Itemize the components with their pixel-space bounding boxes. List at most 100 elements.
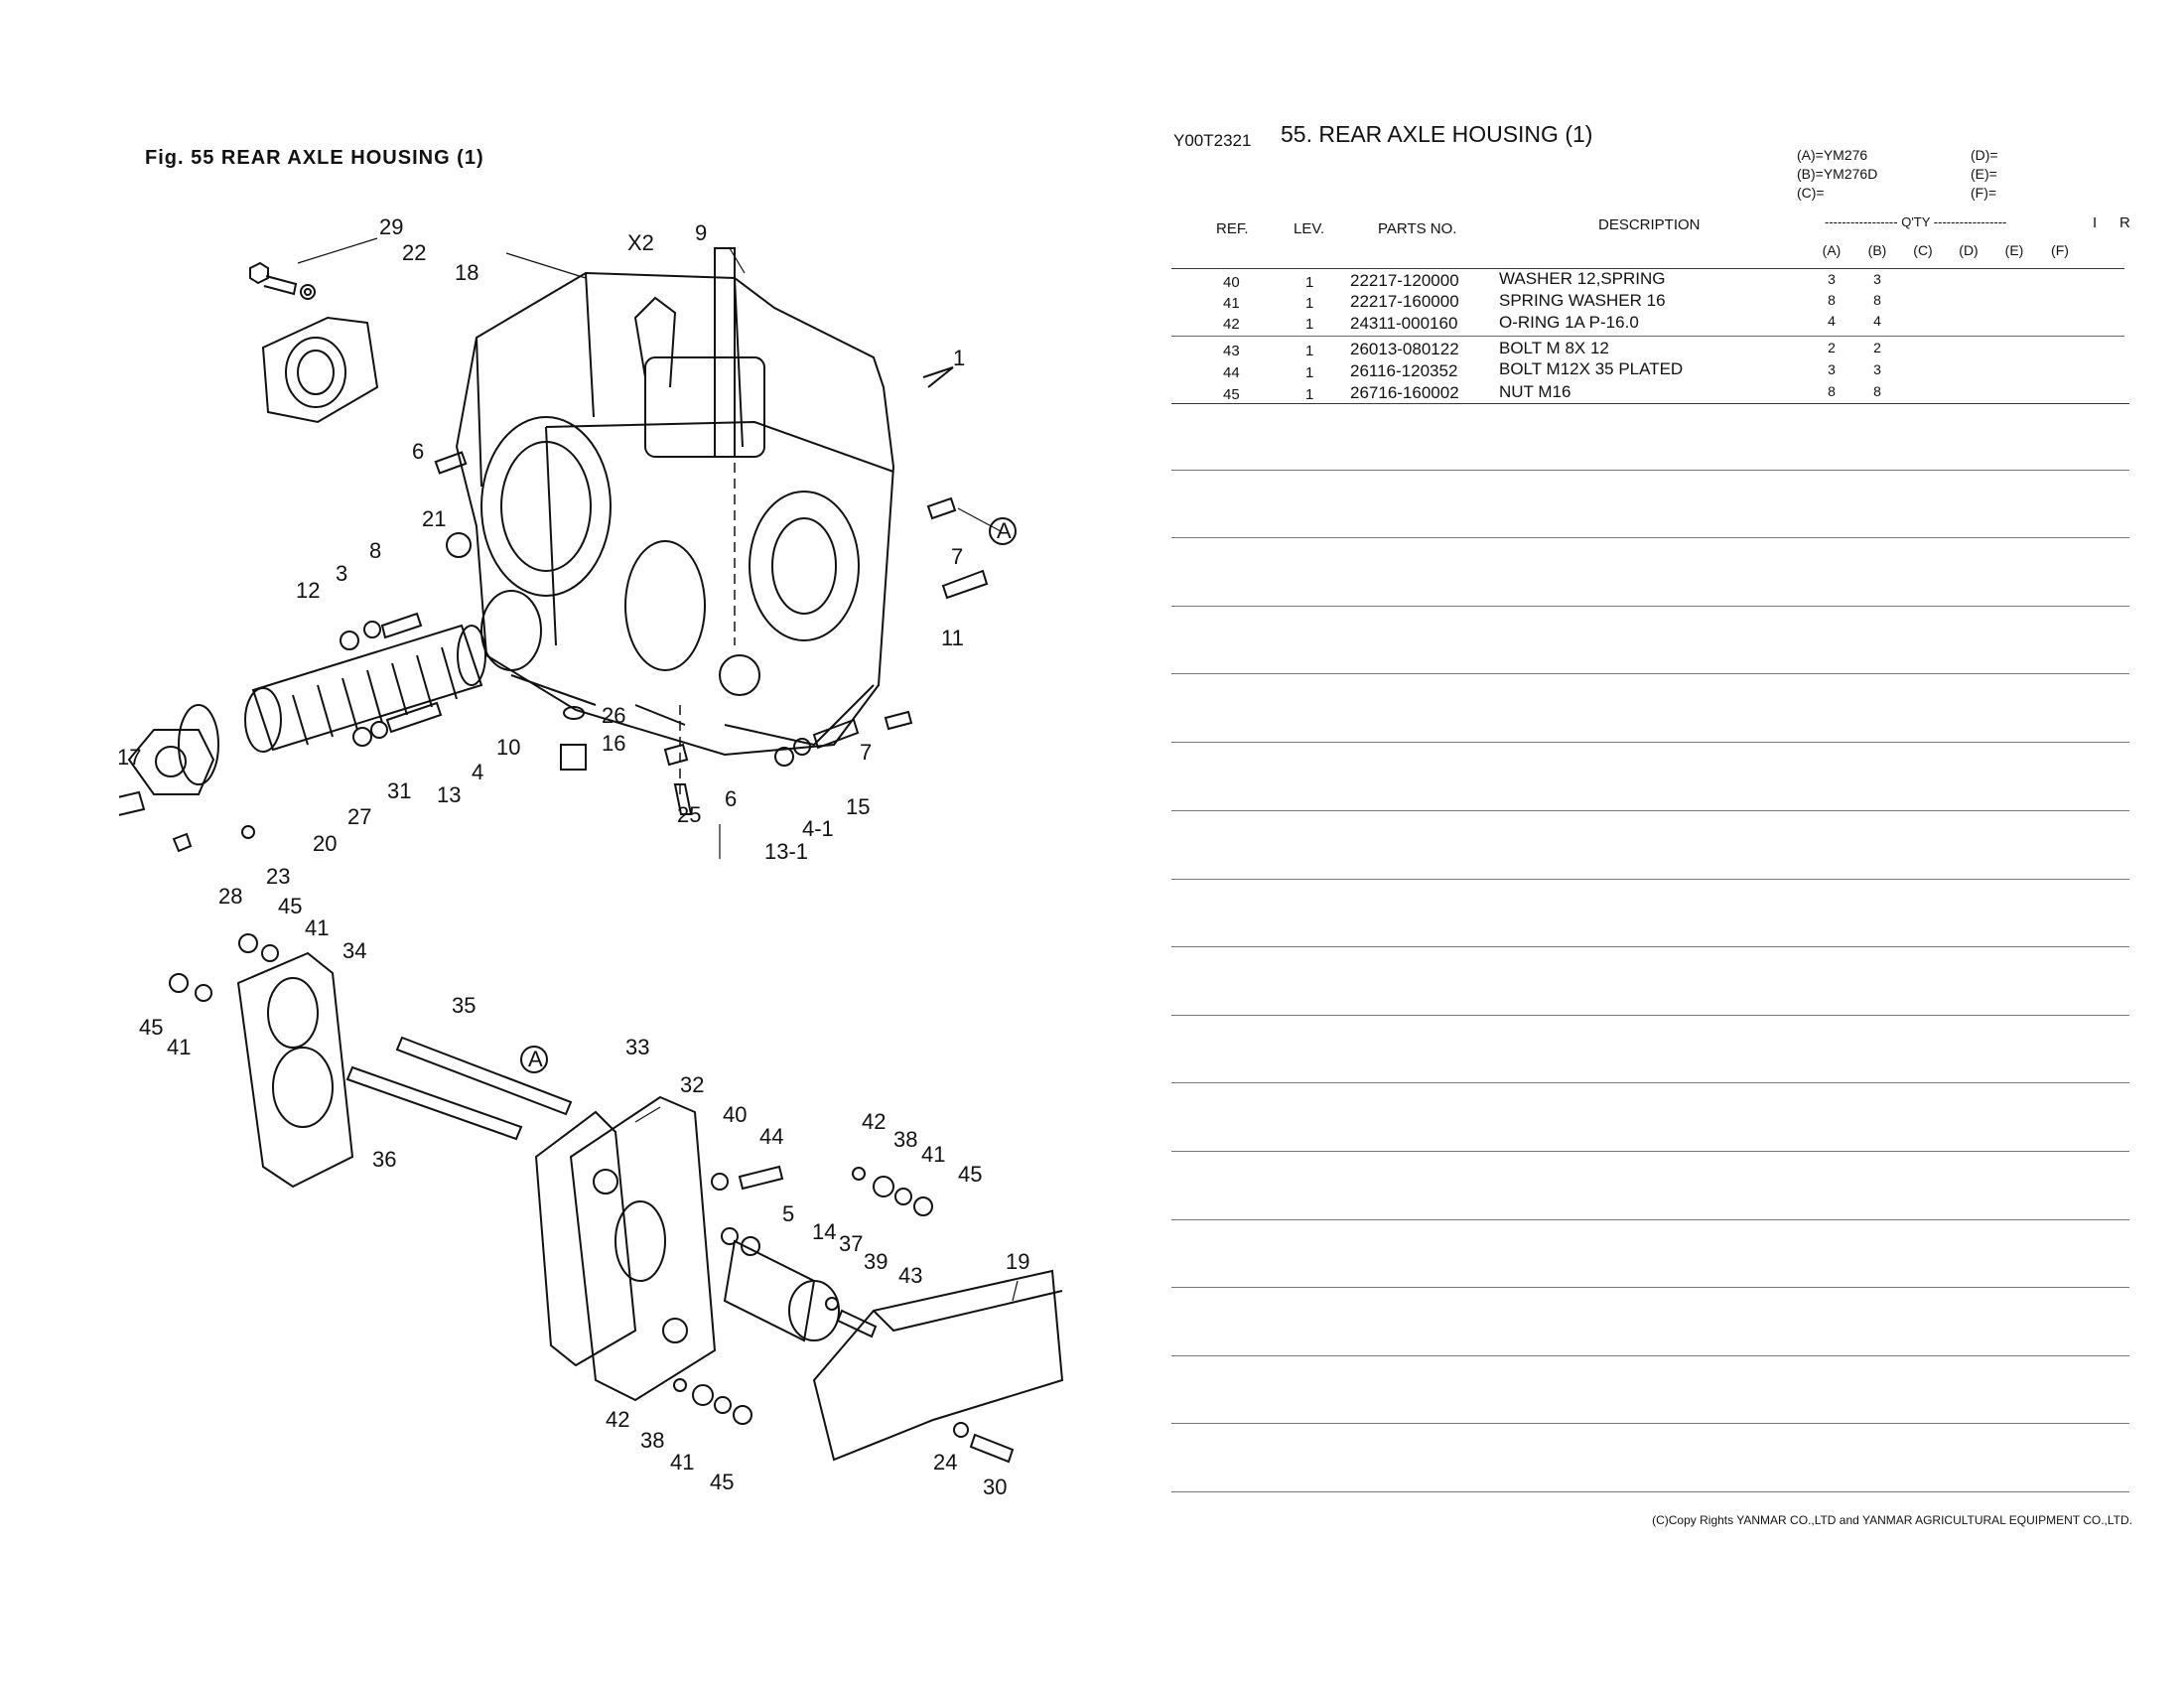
callout-a-lower: A bbox=[528, 1047, 543, 1071]
row-qty-a: 4 bbox=[1828, 313, 1836, 329]
washer-4-1 bbox=[793, 738, 811, 756]
washer-41-top bbox=[261, 944, 279, 962]
row-qty-a: 8 bbox=[1828, 383, 1836, 399]
model-a: (A)=YM276 bbox=[1797, 147, 1868, 163]
callout-25: 25 bbox=[677, 802, 701, 827]
bolt-44 bbox=[738, 1165, 784, 1191]
row-qty-a: 3 bbox=[1828, 271, 1836, 287]
callout-14: 14 bbox=[812, 1219, 836, 1244]
header-rule bbox=[1171, 268, 2124, 269]
callout-41-right: 41 bbox=[921, 1142, 945, 1167]
row-description: SPRING WASHER 16 bbox=[1499, 291, 1666, 310]
o-ring-26 bbox=[563, 706, 585, 720]
washer-41-lower bbox=[714, 1396, 732, 1414]
row-part-number: 26116-120352 bbox=[1350, 361, 1458, 380]
callout-3: 3 bbox=[336, 561, 347, 586]
callout-26: 26 bbox=[602, 703, 625, 728]
row-description: WASHER 12,SPRING bbox=[1499, 269, 1666, 288]
callout-10: 10 bbox=[496, 735, 520, 760]
row-ref: 43 bbox=[1223, 343, 1240, 359]
ruled-line bbox=[1171, 946, 2129, 947]
callout-16: 16 bbox=[602, 731, 625, 756]
washer-38-lower bbox=[692, 1384, 714, 1406]
shaft-35 bbox=[395, 1036, 573, 1116]
row-lev: 1 bbox=[1305, 364, 1314, 381]
header-parts-no: PARTS NO. bbox=[1378, 220, 1457, 237]
callout-6-upper: 6 bbox=[412, 439, 424, 464]
ruled-line bbox=[1171, 879, 2129, 880]
housing-37 bbox=[723, 1239, 840, 1342]
header-col-e: (E) bbox=[2004, 242, 2024, 258]
header-col-c: (C) bbox=[1913, 242, 1933, 258]
header-r: R bbox=[2119, 214, 2130, 231]
bolt-43 bbox=[836, 1309, 878, 1338]
callout-35: 35 bbox=[452, 993, 476, 1018]
o-ring-27 bbox=[178, 704, 219, 785]
row-description: BOLT M 8X 12 bbox=[1499, 339, 1609, 357]
nut-45 bbox=[913, 1196, 933, 1216]
header-ref: REF. bbox=[1216, 220, 1249, 237]
ruled-line bbox=[1171, 742, 2129, 743]
callout-31: 31 bbox=[387, 778, 411, 803]
callout-39: 39 bbox=[864, 1249, 887, 1274]
callout-38-lower: 38 bbox=[640, 1428, 664, 1453]
ruled-line bbox=[1171, 606, 2129, 607]
callout-4: 4 bbox=[472, 760, 483, 784]
callout-32: 32 bbox=[680, 1072, 704, 1097]
header-col-f: (F) bbox=[2051, 242, 2069, 258]
plug-25 bbox=[673, 783, 693, 815]
callout-7-lower: 7 bbox=[860, 740, 872, 765]
pin-7-upper bbox=[926, 496, 957, 520]
o-ring-42 bbox=[852, 1167, 866, 1181]
callout-9: 9 bbox=[695, 220, 707, 245]
callout-13: 13 bbox=[437, 782, 461, 807]
callout-42-lower: 42 bbox=[606, 1407, 629, 1432]
row-ref: 40 bbox=[1223, 274, 1240, 291]
ruled-line bbox=[1171, 1015, 2129, 1016]
row-qty-b: 2 bbox=[1873, 340, 1881, 355]
ruled-line bbox=[1171, 1287, 2129, 1288]
callout-27: 27 bbox=[347, 804, 371, 829]
nut-45-lower bbox=[733, 1405, 752, 1425]
ruled-line bbox=[1171, 1355, 2129, 1356]
shaft-36 bbox=[345, 1065, 523, 1141]
ruled-line bbox=[1171, 1151, 2129, 1152]
callout-34: 34 bbox=[342, 938, 366, 963]
washer-39 bbox=[825, 1297, 839, 1311]
callout-33: 33 bbox=[625, 1035, 649, 1059]
callout-23: 23 bbox=[266, 864, 290, 889]
copyright-footer: (C)Copy Rights YANMAR CO.,LTD and YANMAR… bbox=[1652, 1513, 2132, 1527]
row-ref: 44 bbox=[1223, 364, 1240, 381]
callout-45-lower: 45 bbox=[710, 1470, 734, 1494]
gasket-33 bbox=[534, 1110, 637, 1367]
flange-cover-18 bbox=[261, 316, 379, 424]
reference-a-lower-circle bbox=[520, 1046, 548, 1073]
filter-cover-20 bbox=[127, 729, 215, 795]
header-description: DESCRIPTION bbox=[1598, 216, 1701, 233]
ruled-line bbox=[1171, 810, 2129, 811]
nut-14 bbox=[741, 1236, 760, 1256]
washer-4 bbox=[370, 721, 388, 739]
model-b: (B)=YM276D bbox=[1797, 166, 1878, 182]
ruled-line bbox=[1171, 537, 2129, 538]
nut-13-1 bbox=[774, 747, 794, 767]
washer-41-left bbox=[195, 984, 212, 1002]
row-qty-a: 3 bbox=[1828, 361, 1836, 377]
callout-8: 8 bbox=[369, 538, 381, 563]
bolt-29 bbox=[249, 261, 298, 296]
header-lev: LEV. bbox=[1294, 220, 1325, 237]
model-c: (C)= bbox=[1797, 185, 1825, 201]
callout-45-left: 45 bbox=[139, 1015, 163, 1040]
callout-21: 21 bbox=[422, 506, 446, 531]
row-qty-a: 2 bbox=[1828, 340, 1836, 355]
washer-23 bbox=[241, 825, 255, 839]
callout-11: 11 bbox=[941, 626, 964, 650]
direction-arrow bbox=[922, 366, 954, 388]
pin-6 bbox=[434, 451, 468, 475]
stud-15 bbox=[812, 718, 860, 750]
washer-24 bbox=[953, 1422, 969, 1438]
o-ring-42-lower bbox=[673, 1378, 687, 1392]
washer-22 bbox=[300, 284, 316, 300]
callout-12: 12 bbox=[296, 578, 320, 603]
callout-20: 20 bbox=[313, 831, 337, 856]
